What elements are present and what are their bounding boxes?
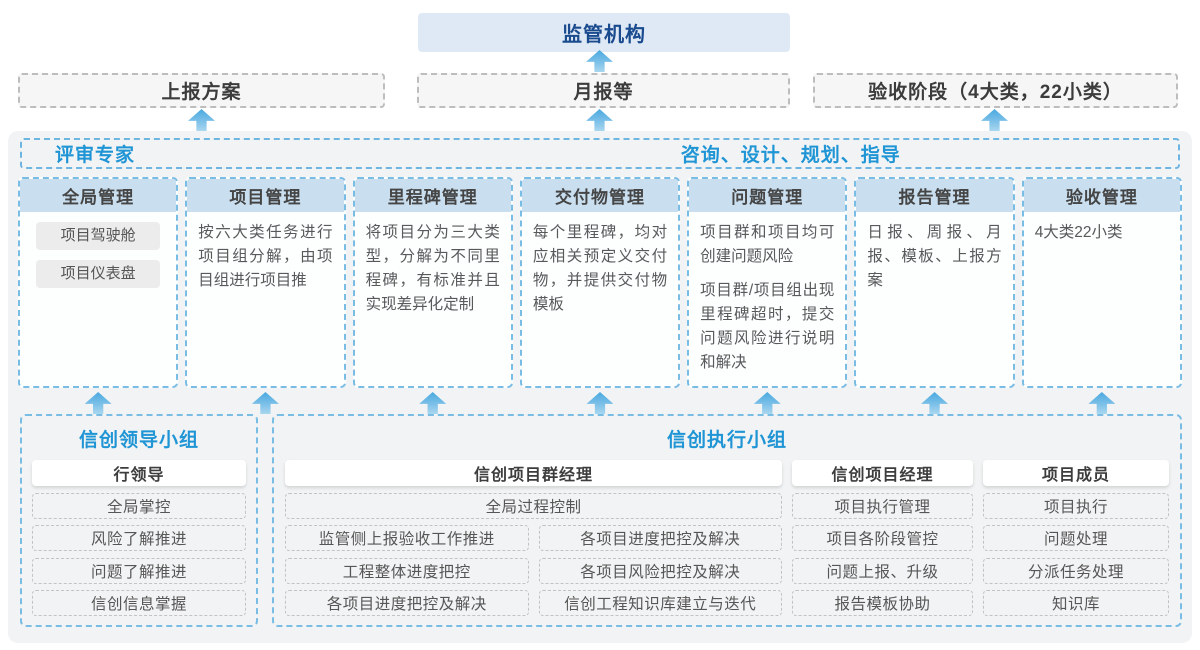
consulting-guidance-label: 咨询、设计、规划、指导 <box>680 145 901 166</box>
output-box-report-plan: 上报方案 <box>18 73 385 108</box>
group-to-module-arrows <box>18 392 1182 414</box>
module-columns: 全局管理 项目驾驶舱 项目仪表盘 项目管理 按六大类任务进行项目组分解，由项目组… <box>18 177 1182 388</box>
pm-duty: 工程整体进度把控 <box>285 557 529 584</box>
column-title: 验收管理 <box>1023 179 1180 212</box>
up-arrow-icon <box>84 392 112 414</box>
output-box-acceptance-stage: 验收阶段（4大类，22小类） <box>813 73 1178 108</box>
up-arrow-icon <box>1088 392 1116 414</box>
column-deliverable-management: 交付物管理 每个里程碑，均对应相关预定义交付物，并提供交付物模板 <box>519 177 681 388</box>
pm-duty: 各项目进度把控及解决 <box>538 525 782 551</box>
column-text: 按六大类任务进行项目组分解，由项目组进行项目推 <box>198 224 333 290</box>
platform-container: 评审专家 咨询、设计、规划、指导 全局管理 项目驾驶舱 项目仪表盘 项目管理 按… <box>8 131 1192 643</box>
column-global-management: 全局管理 项目驾驶舱 项目仪表盘 <box>18 177 179 388</box>
project-manager-section: 信创项目经理 项目执行管理 项目各阶段管控 问题上报、升级 报告模板协助 <box>792 460 973 616</box>
up-arrow-icon <box>419 392 447 414</box>
up-arrow-icon <box>586 109 613 131</box>
leadership-group-body: 行领导 全局掌控 风险了解推进 问题了解推进 信创信息掌握 <box>22 460 256 616</box>
column-issue-management: 问题管理 项目群和项目均可创建问题风险 项目群/项目组出现里程碑超时，提交问题风… <box>687 177 848 388</box>
review-experts-label: 评审专家 <box>55 145 136 166</box>
column-text: 日报、周报、月报、模板、上报方案 <box>867 224 1002 290</box>
column-title: 问题管理 <box>689 179 846 212</box>
column-body: 日报、周报、月报、模板、上报方案 <box>856 212 1012 312</box>
executive-group-title: 信创执行小组 <box>666 429 787 451</box>
pm-duty: 信创工程知识库建立与迭代 <box>538 590 782 616</box>
column-title: 报告管理 <box>856 179 1013 212</box>
leader-duty: 信创信息掌握 <box>32 590 246 616</box>
member-duty: 项目执行 <box>983 492 1169 519</box>
column-text: 每个里程碑，均对应相关预定义交付物，并提供交付物模板 <box>532 224 668 314</box>
member-duty: 分派任务处理 <box>983 557 1169 584</box>
member-duty: 问题处理 <box>983 525 1169 551</box>
up-arrow-icon <box>188 109 215 131</box>
project-manager-duty: 问题上报、升级 <box>792 557 973 584</box>
leader-duty: 风险了解推进 <box>32 525 246 551</box>
project-manager-duty: 项目执行管理 <box>792 492 973 519</box>
column-report-management: 报告管理 日报、周报、月报、模板、上报方案 <box>854 177 1015 388</box>
leader-duty: 全局掌控 <box>32 492 246 519</box>
executive-group: 信创执行小组 信创项目群经理 全局过程控制 监管侧上报验收工作推进 各项目进度把… <box>272 414 1182 627</box>
project-member-section: 项目成员 项目执行 问题处理 分派任务处理 知识库 <box>983 460 1169 616</box>
pm-duty: 各项目进度把控及解决 <box>285 590 529 616</box>
column-text: 4大类22小类 <box>1034 224 1123 241</box>
column-body: 将项目分为三大类型，分解为不同里程碑，有标准并且实现差异化定制 <box>355 212 511 336</box>
project-manager-duty: 项目各阶段管控 <box>792 525 973 551</box>
column-text: 项目群和项目均可创建问题风险 <box>700 224 835 266</box>
pm-duty: 监管侧上报验收工作推进 <box>285 525 529 551</box>
column-title: 交付物管理 <box>521 179 679 212</box>
up-arrow-icon <box>921 392 949 414</box>
pm-duty-full: 全局过程控制 <box>285 492 782 519</box>
pm-duty: 各项目风险把控及解决 <box>538 557 782 584</box>
executive-group-body: 信创项目群经理 全局过程控制 监管侧上报验收工作推进 各项目进度把控及解决 工程… <box>285 460 1169 616</box>
column-project-management: 项目管理 按六大类任务进行项目组分解，由项目组进行项目推 <box>185 177 346 388</box>
up-arrow-icon <box>586 50 613 72</box>
experts-header-bar: 评审专家 咨询、设计、规划、指导 <box>20 138 1180 169</box>
leader-duty: 问题了解推进 <box>32 557 246 584</box>
pill-project-dashboard: 项目仪表盘 <box>36 260 161 288</box>
project-manager-duty: 报告模板协助 <box>792 590 973 616</box>
column-body: 项目驾驶舱 项目仪表盘 <box>20 212 176 297</box>
up-arrow-icon <box>753 392 781 414</box>
column-text: 项目群/项目组出现里程碑超时，提交问题风险进行说明和解决 <box>700 282 835 372</box>
column-body: 4大类22小类 <box>1024 212 1180 264</box>
column-title: 里程碑管理 <box>354 179 511 212</box>
program-manager-section: 信创项目群经理 全局过程控制 监管侧上报验收工作推进 各项目进度把控及解决 工程… <box>285 460 782 616</box>
pill-project-cockpit: 项目驾驶舱 <box>36 222 161 250</box>
column-body: 项目群和项目均可创建问题风险 项目群/项目组出现里程碑超时，提交问题风险进行说明… <box>689 212 845 386</box>
leadership-group: 信创领导小组 行领导 全局掌控 风险了解推进 问题了解推进 信创信息掌握 <box>20 414 258 627</box>
role-bar-program-manager: 信创项目群经理 <box>285 460 782 486</box>
column-body: 每个里程碑，均对应相关预定义交付物，并提供交付物模板 <box>522 212 678 336</box>
role-bar-project-manager: 信创项目经理 <box>792 460 973 486</box>
member-duty: 知识库 <box>983 590 1169 616</box>
column-title: 全局管理 <box>20 179 177 212</box>
role-bar-project-member: 项目成员 <box>983 460 1169 486</box>
up-arrow-icon <box>981 109 1008 131</box>
role-bar-bank-leader: 行领导 <box>32 460 246 486</box>
up-arrow-icon <box>586 392 614 414</box>
column-milestone-management: 里程碑管理 将项目分为三大类型，分解为不同里程碑，有标准并且实现差异化定制 <box>352 177 513 388</box>
output-box-monthly-report: 月报等 <box>417 73 790 108</box>
column-body: 按六大类任务进行项目组分解，由项目组进行项目推 <box>187 212 343 312</box>
regulator-box: 监管机构 <box>418 13 790 52</box>
column-text: 将项目分为三大类型，分解为不同里程碑，有标准并且实现差异化定制 <box>365 224 500 314</box>
column-acceptance-management: 验收管理 4大类22小类 <box>1021 177 1182 388</box>
column-title: 项目管理 <box>187 179 344 212</box>
up-arrow-icon <box>251 392 279 414</box>
leadership-group-title: 信创领导小组 <box>78 429 199 451</box>
pm-duty-grid: 监管侧上报验收工作推进 各项目进度把控及解决 工程整体进度把控 各项目风险把控及… <box>285 519 782 616</box>
